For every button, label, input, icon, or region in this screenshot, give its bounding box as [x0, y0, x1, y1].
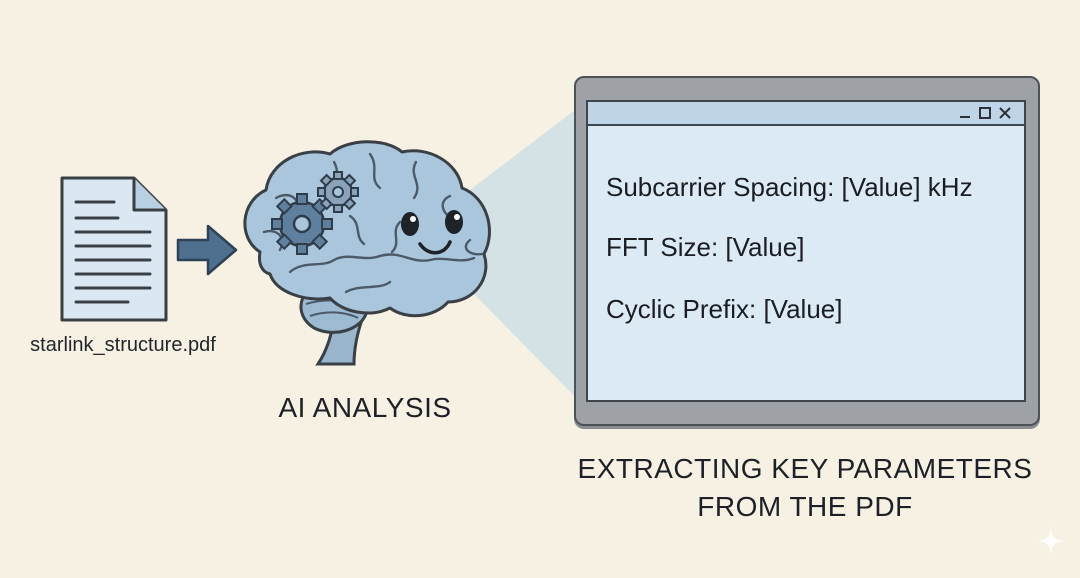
smiling-brain-icon	[243, 140, 491, 366]
document-filename: starlink_structure.pdf	[30, 334, 216, 356]
maximize-icon[interactable]	[978, 106, 992, 120]
sparkle-icon	[1038, 526, 1064, 556]
parameter-window: Subcarrier Spacing: [Value] kHz FFT Size…	[574, 76, 1040, 426]
window-screen: Subcarrier Spacing: [Value] kHz FFT Size…	[586, 100, 1026, 402]
fft-size-text: FFT Size: [Value]	[606, 232, 805, 262]
cyclic-prefix-text: Cyclic Prefix: [Value]	[606, 294, 843, 324]
window-titlebar	[588, 102, 1024, 126]
window-caption: EXTRACTING KEY PARAMETERS FROM THE PDF	[555, 450, 1055, 526]
minimize-icon[interactable]	[958, 106, 972, 120]
brain-caption: AI ANALYSIS	[278, 392, 452, 423]
window-caption-line-2: FROM THE PDF	[697, 491, 913, 522]
document-icon	[60, 176, 168, 322]
subcarrier-spacing-text: Subcarrier Spacing: [Value] kHz	[606, 172, 973, 202]
close-icon[interactable]	[998, 106, 1012, 120]
window-caption-line-1: EXTRACTING KEY PARAMETERS	[577, 453, 1033, 484]
arrow-right-icon	[176, 224, 238, 276]
